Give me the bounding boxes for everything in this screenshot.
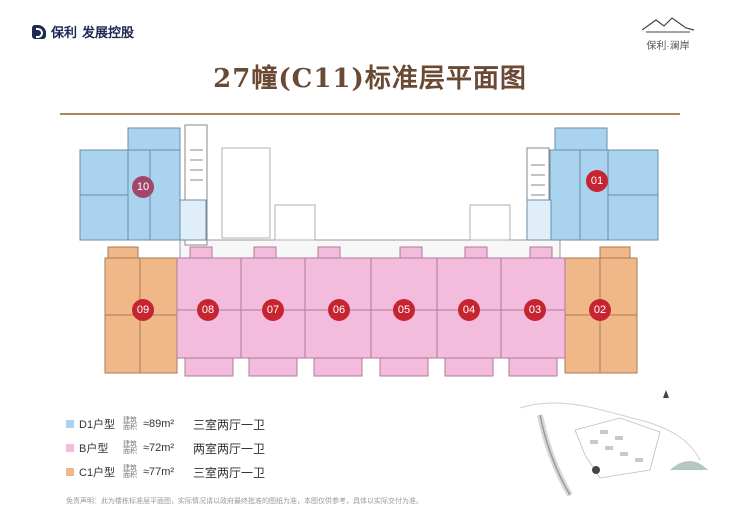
- legend-area-value: ≈89m²: [143, 418, 175, 430]
- unit-number-02: 02: [594, 304, 606, 316]
- company-logo: 保利 发展控股: [32, 22, 134, 41]
- unit-badge-09: 09: [132, 299, 154, 321]
- legend-swatch-d1: [66, 420, 74, 428]
- unit-number-08: 08: [202, 304, 214, 316]
- legend-type-label: C1户型: [79, 467, 116, 479]
- legend-row-b: B户型 建筑面积 ≈72m² 两室两厅一卫: [66, 436, 265, 460]
- legend-swatch-c1: [66, 468, 74, 476]
- unit-10-block: [79, 127, 207, 241]
- legend-swatch-b: [66, 444, 74, 452]
- unit-01-block: [526, 127, 659, 241]
- project-brand: 保利·澜岸: [638, 14, 698, 52]
- legend-area-label: 建筑面积: [123, 465, 137, 479]
- legend-area-value: ≈72m²: [143, 442, 175, 454]
- unit-badge-10: 10: [132, 176, 154, 198]
- unit-number-09: 09: [137, 304, 149, 316]
- legend-type-label: D1户型: [79, 419, 116, 431]
- unit-badge-04: 04: [458, 299, 480, 321]
- legend-rooms: 两室两厅一卫: [193, 441, 266, 456]
- unit-number-04: 04: [463, 304, 475, 316]
- unit-badge-08: 08: [197, 299, 219, 321]
- legend-area-label: 建筑面积: [123, 441, 137, 455]
- unit-badge-05: 05: [393, 299, 415, 321]
- title-divider: [60, 113, 680, 115]
- legend-row-c1: C1户型 建筑面积 ≈77m² 三室两厅一卫: [66, 460, 265, 484]
- unit-badge-03: 03: [524, 299, 546, 321]
- page-title: 27幢(C11)标准层平面图: [213, 64, 527, 94]
- building-core: [179, 124, 561, 259]
- north-arrow-icon: [663, 390, 669, 398]
- project-brand-text: 保利·澜岸: [646, 41, 690, 52]
- legend-area-value: ≈77m²: [143, 466, 175, 478]
- unit-badge-06: 06: [328, 299, 350, 321]
- unit-badge-02: 02: [589, 299, 611, 321]
- unit-number-10: 10: [137, 181, 149, 193]
- logo-subtext: 发展控股: [82, 25, 135, 40]
- logo-text: 保利: [51, 25, 78, 40]
- unit-number-06: 06: [333, 304, 345, 316]
- unit-number-05: 05: [398, 304, 410, 316]
- unit-badge-01: 01: [586, 170, 608, 192]
- unit-number-03: 03: [529, 304, 541, 316]
- logo-mark-icon: [32, 24, 46, 39]
- unit-number-01: 01: [591, 175, 603, 187]
- legend-type-label: B户型: [79, 443, 109, 455]
- legend: D1户型 建筑面积 ≈89m² 三室两厅一卫 B户型 建筑面积 ≈72m² 两室…: [66, 412, 265, 484]
- legend-rooms: 三室两厅一卫: [193, 417, 266, 432]
- legend-area-label: 建筑面积: [123, 417, 137, 431]
- mountain-logo-icon: [641, 17, 695, 33]
- disclaimer-text: 免责声明：此为楼栋标准层平面图，实际情况请以政府最终批准的图纸为准，本图仅供参考…: [66, 498, 423, 505]
- legend-rooms: 三室两厅一卫: [193, 465, 266, 480]
- legend-row-d1: D1户型 建筑面积 ≈89m² 三室两厅一卫: [66, 412, 265, 436]
- unit-08-block: [176, 246, 242, 377]
- unit-badge-07: 07: [262, 299, 284, 321]
- site-key-plan: [519, 390, 708, 497]
- unit-03-block: [500, 246, 566, 377]
- unit-number-07: 07: [267, 304, 279, 316]
